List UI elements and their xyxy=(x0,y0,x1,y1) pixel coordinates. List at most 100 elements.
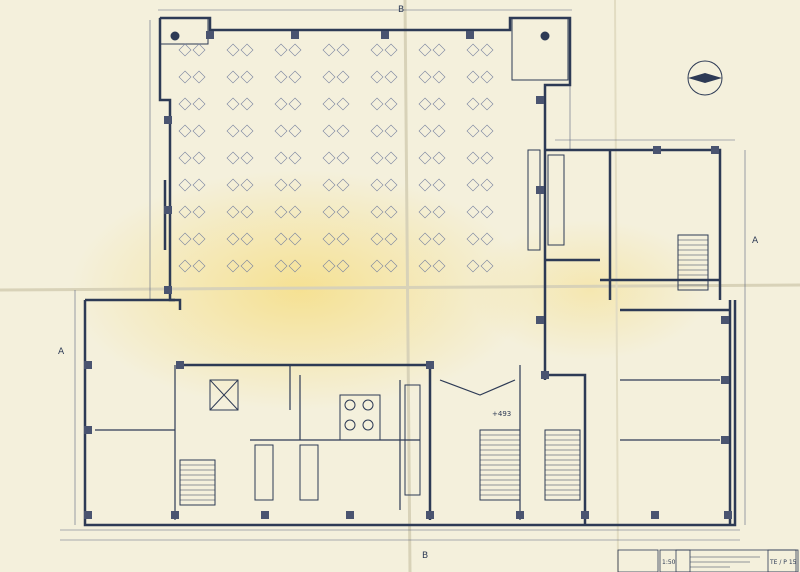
table-top xyxy=(322,259,336,273)
column xyxy=(381,31,389,39)
counter xyxy=(299,444,319,501)
dining-table xyxy=(274,70,302,84)
table-top xyxy=(240,97,254,111)
table-top xyxy=(480,97,494,111)
table-top xyxy=(336,205,350,219)
table-top xyxy=(274,97,288,111)
dining-table xyxy=(370,70,398,84)
dining-table xyxy=(226,97,254,111)
table-top xyxy=(432,178,446,192)
table-top xyxy=(384,97,398,111)
drawing-scale: 1:50 xyxy=(662,559,676,566)
dining-table xyxy=(418,205,446,219)
table-top xyxy=(432,232,446,246)
table-top xyxy=(192,70,206,84)
table-top xyxy=(384,205,398,219)
table-top xyxy=(432,259,446,273)
table-top xyxy=(322,43,336,57)
dining-table xyxy=(466,232,494,246)
column xyxy=(291,31,299,39)
column xyxy=(206,31,214,39)
table-top xyxy=(178,178,192,192)
table-top xyxy=(288,124,302,138)
dining-table xyxy=(322,97,350,111)
column xyxy=(426,511,434,519)
column xyxy=(516,511,524,519)
dining-table xyxy=(370,259,398,273)
dining-table xyxy=(178,43,206,57)
table-top xyxy=(432,151,446,165)
column xyxy=(466,31,474,39)
column xyxy=(536,96,544,104)
dining-table xyxy=(370,97,398,111)
table-top xyxy=(226,151,240,165)
dining-table xyxy=(226,259,254,273)
dining-table xyxy=(370,178,398,192)
table-top xyxy=(288,259,302,273)
table-top xyxy=(480,151,494,165)
table-top xyxy=(384,43,398,57)
column xyxy=(536,186,544,194)
table-top xyxy=(322,70,336,84)
table-top xyxy=(336,178,350,192)
dining-table xyxy=(370,232,398,246)
dining-table xyxy=(178,97,206,111)
table-top xyxy=(384,259,398,273)
table-top xyxy=(370,97,384,111)
dining-table xyxy=(226,124,254,138)
fold-line xyxy=(0,283,800,292)
table-top xyxy=(418,205,432,219)
dining-table xyxy=(466,178,494,192)
dining-table xyxy=(178,205,206,219)
table-top xyxy=(240,232,254,246)
dining-table xyxy=(466,43,494,57)
column-icon xyxy=(170,31,180,41)
table-top xyxy=(384,151,398,165)
table-top xyxy=(288,178,302,192)
dining-table xyxy=(226,178,254,192)
table-top xyxy=(336,43,350,57)
dining-table xyxy=(178,232,206,246)
dining-table xyxy=(274,178,302,192)
table-top xyxy=(274,151,288,165)
table-top xyxy=(432,124,446,138)
table-top xyxy=(240,124,254,138)
table-top xyxy=(322,97,336,111)
column xyxy=(84,511,92,519)
table-top xyxy=(274,232,288,246)
table-top xyxy=(432,70,446,84)
section-mark-a-right: A xyxy=(752,236,759,246)
column xyxy=(721,376,729,384)
dining-table xyxy=(418,151,446,165)
table-top xyxy=(418,97,432,111)
counter xyxy=(254,444,274,501)
sheet-code: TE / P 15 xyxy=(769,559,797,566)
paper-stain xyxy=(470,220,710,360)
table-top xyxy=(226,205,240,219)
dining-table xyxy=(178,259,206,273)
table-top xyxy=(192,259,206,273)
dining-table xyxy=(274,259,302,273)
table-top xyxy=(370,70,384,84)
counter xyxy=(404,384,421,496)
columns xyxy=(84,31,732,519)
table-top xyxy=(322,178,336,192)
table-top xyxy=(418,124,432,138)
dining-table xyxy=(274,97,302,111)
dining-table xyxy=(370,124,398,138)
table-top xyxy=(418,232,432,246)
table-top xyxy=(466,43,480,57)
column xyxy=(724,511,732,519)
table-top xyxy=(336,70,350,84)
table-top xyxy=(240,205,254,219)
table-top xyxy=(274,205,288,219)
table-top xyxy=(288,70,302,84)
table-top xyxy=(480,70,494,84)
table-top xyxy=(226,178,240,192)
table-top xyxy=(192,124,206,138)
kitchen-counter xyxy=(527,149,541,251)
column xyxy=(261,511,269,519)
table-top xyxy=(370,124,384,138)
column xyxy=(536,316,544,324)
